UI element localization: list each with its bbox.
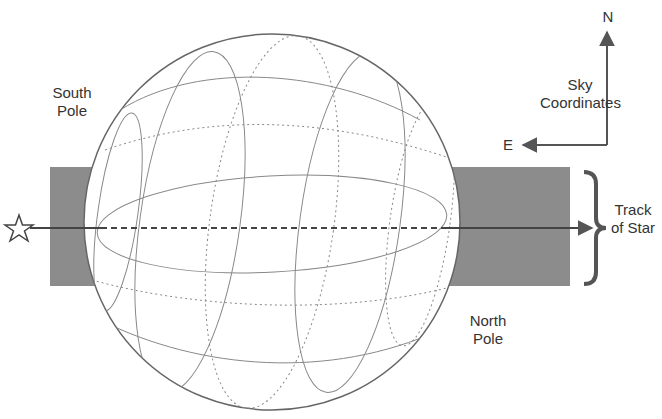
star-symbol: [5, 215, 33, 241]
track-band: [444, 167, 570, 286]
text-label: E: [498, 136, 518, 154]
planet-sphere: [84, 34, 460, 410]
brace: [584, 172, 606, 284]
north-arrow: [606, 32, 608, 145]
text-label: South Pole: [42, 84, 102, 120]
star-track: [444, 227, 592, 229]
east-arrow: [523, 144, 607, 146]
text-label: North Pole: [458, 312, 518, 348]
text-label: Sky Coordinates: [540, 76, 620, 112]
star-track: [30, 227, 101, 229]
star-track: [101, 227, 444, 229]
text-label: N: [598, 8, 618, 26]
planet-grid: [84, 27, 467, 417]
text-label: Track of Star: [608, 201, 658, 237]
